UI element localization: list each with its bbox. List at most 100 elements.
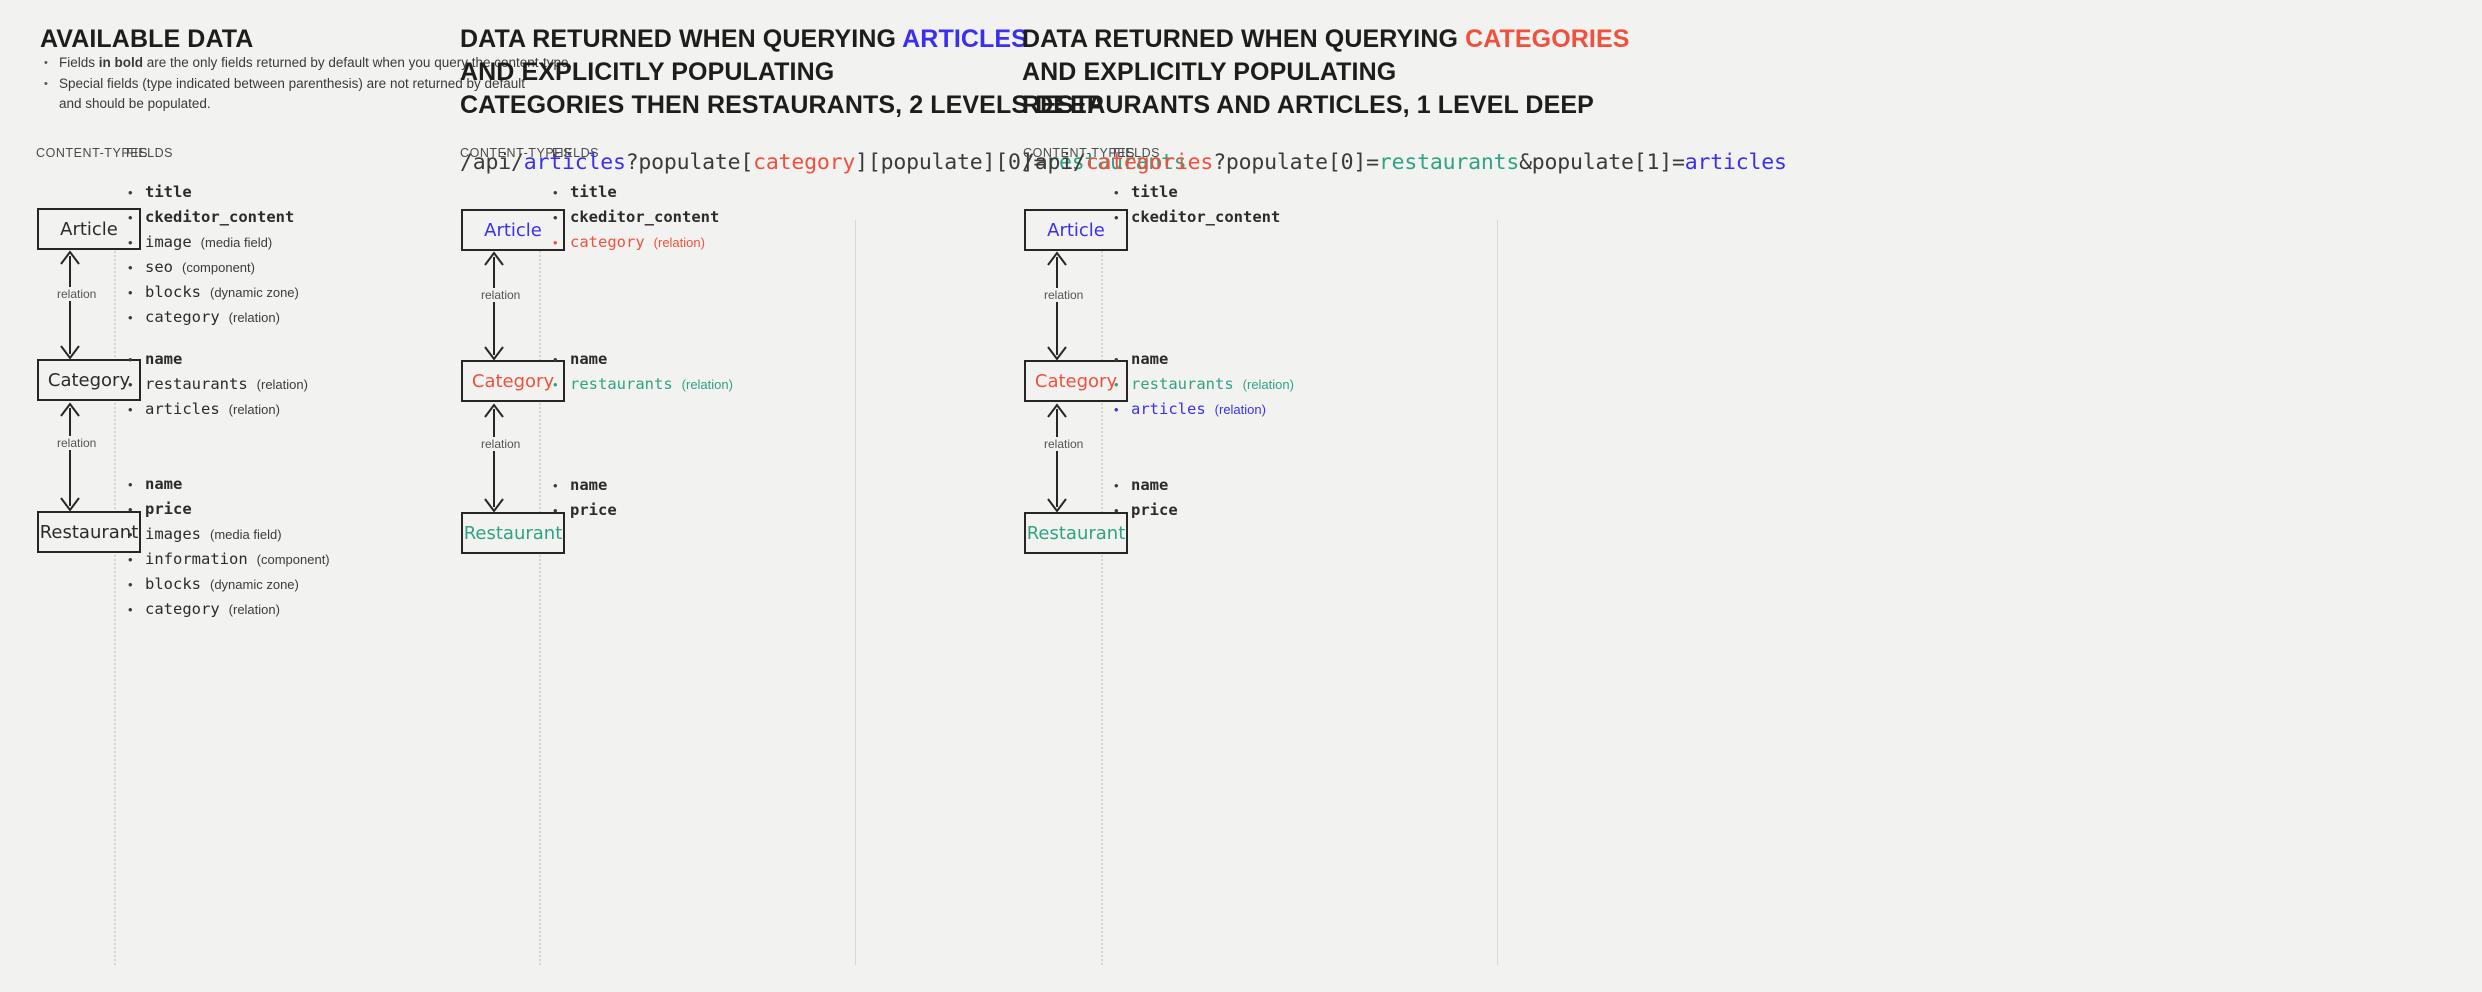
title-segment: DATA RETURNED WHEN QUERYING: [460, 25, 903, 53]
content-type-box-article-3[interactable]: Article: [1024, 209, 1128, 251]
bullet-icon: •: [128, 210, 133, 225]
query-string-articles[interactable]: /api/articles?populate[category][populat…: [460, 150, 1187, 175]
field-type: (relation): [228, 402, 280, 417]
field-row: •ckeditor_content: [128, 207, 299, 228]
field-type: (component): [182, 260, 255, 275]
content-type-box-category-2[interactable]: Category: [461, 360, 565, 402]
panel-title-text: AVAILABLE DATA: [40, 25, 254, 53]
bullet-icon: •: [553, 352, 558, 367]
field-name: name: [1131, 350, 1169, 368]
note-item-1: Fields in bold are the only fields retur…: [59, 53, 662, 73]
title-segment: DATA RETURNED WHEN QUERYING: [1022, 25, 1466, 53]
field-name: blocks: [145, 575, 201, 593]
field-type: (relation): [228, 310, 280, 325]
title-segment: RESTAURANTS AND ARTICLES, 1 LEVEL DEEP: [1022, 91, 1594, 119]
panel-title-line-3: CATEGORIES THEN RESTAURANTS, 2 LEVELS DE…: [460, 89, 1104, 122]
relation-label-3b: relation: [1040, 437, 1088, 451]
query-segment: restaurants: [1046, 150, 1187, 175]
note-bold-fragment: in bold: [98, 55, 144, 70]
relation-arrow-category-restaurant-3: [1047, 403, 1067, 513]
relation-label-2a: relation: [477, 288, 525, 302]
bullet-icon: •: [128, 577, 133, 592]
field-name: blocks: [145, 283, 201, 301]
relation-label-1b: relation: [53, 436, 101, 450]
field-row: •category(relation): [128, 307, 299, 328]
field-row: •category(relation): [128, 599, 330, 620]
content-type-label: Article: [1047, 219, 1105, 241]
field-name: price: [145, 500, 192, 518]
field-row: •information(component): [128, 549, 330, 570]
content-type-box-category-1[interactable]: Category: [37, 359, 141, 401]
title-segment: CATEGORIES: [1465, 25, 1630, 53]
query-string-categories[interactable]: /api/categories?populate[0]=restaurants&…: [1022, 150, 1787, 175]
field-name: articles: [145, 400, 220, 418]
panel-separator-2: [1497, 220, 1498, 965]
field-list-article-3: •title•ckeditor_content: [1114, 182, 1280, 232]
field-row: •ckeditor_content: [1114, 207, 1280, 228]
relation-arrow-category-restaurant-1: [60, 402, 80, 512]
subhead-content-types-2: CONTENT-TYPES: [460, 146, 573, 160]
field-type: (dynamic zone): [210, 285, 299, 300]
field-name: price: [1131, 501, 1178, 519]
notes-list: Fields in bold are the only fields retur…: [42, 53, 662, 115]
field-row: •category(relation): [553, 232, 719, 253]
content-type-box-category-3[interactable]: Category: [1024, 360, 1128, 402]
field-name: title: [570, 183, 617, 201]
bullet-icon: •: [128, 552, 133, 567]
query-segment: ?populate[0]=: [1213, 150, 1379, 175]
field-name: articles: [1131, 400, 1206, 418]
field-row: •articles(relation): [1114, 399, 1294, 420]
bullet-icon: •: [128, 185, 133, 200]
query-segment: ?populate[: [625, 150, 754, 175]
content-type-label: Restaurant: [39, 521, 139, 543]
field-name: title: [145, 183, 192, 201]
bullet-icon: •: [1114, 377, 1119, 392]
column-dotted-divider-2: [539, 220, 541, 965]
bullet-icon: •: [128, 402, 133, 417]
field-row: •restaurants(relation): [553, 374, 733, 395]
panel-title-line-1: DATA RETURNED WHEN QUERYING CATEGORIES: [1022, 23, 1630, 56]
field-name: image: [145, 233, 192, 251]
title-segment: CATEGORIES THEN RESTAURANTS, 2 LEVELS DE…: [460, 91, 1104, 119]
title-segment: AND EXPLICITLY POPULATING: [460, 58, 835, 86]
query-segment: articles: [523, 150, 626, 175]
relation-arrow-article-category-3: [1047, 251, 1067, 361]
field-list-category-3: •name•restaurants(relation)•articles(rel…: [1114, 349, 1294, 424]
relation-label-1a: relation: [53, 287, 101, 301]
field-row: •price: [1114, 500, 1178, 521]
panel-title-line-1: DATA RETURNED WHEN QUERYING ARTICLES: [460, 23, 1104, 56]
panel-available-data: AVAILABLE DATA Fields in bold are the on…: [0, 0, 855, 992]
field-type: (relation): [653, 235, 705, 250]
bullet-icon: •: [128, 260, 133, 275]
field-type: (relation): [1214, 402, 1266, 417]
content-type-box-restaurant-3[interactable]: Restaurant: [1024, 512, 1128, 554]
field-list-category-1: •name•restaurants(relation)•articles(rel…: [128, 349, 308, 424]
content-type-box-restaurant-1[interactable]: Restaurant: [37, 511, 141, 553]
bullet-icon: •: [553, 235, 558, 250]
content-type-label: Restaurant: [463, 522, 563, 544]
bullet-icon: •: [553, 503, 558, 518]
field-row: • title: [553, 182, 719, 203]
field-type: (media field): [200, 235, 273, 250]
field-name: name: [1131, 476, 1169, 494]
subhead-content-types-3: CONTENT-TYPES: [1023, 146, 1136, 160]
bullet-icon: •: [128, 310, 133, 325]
bullet-icon: •: [553, 185, 558, 200]
content-type-box-article-1[interactable]: Article: [37, 208, 141, 250]
field-list-category-2: •name•restaurants(relation): [553, 349, 733, 399]
bullet-icon: •: [128, 352, 133, 367]
field-row: •restaurants(relation): [1114, 374, 1294, 395]
bullet-icon: •: [128, 235, 133, 250]
bullet-icon: •: [128, 527, 133, 542]
relation-arrow-article-category-1: [60, 250, 80, 360]
content-type-box-restaurant-2[interactable]: Restaurant: [461, 512, 565, 554]
field-list-restaurant-3: •name•price: [1114, 475, 1178, 525]
field-type: (media field): [210, 527, 282, 542]
field-row: •name: [128, 349, 308, 370]
panel-title-available-data: AVAILABLE DATA: [40, 23, 253, 56]
field-type: (relation): [256, 377, 308, 392]
content-type-label: Article: [484, 219, 542, 241]
content-type-box-article-2[interactable]: Article: [461, 209, 565, 251]
